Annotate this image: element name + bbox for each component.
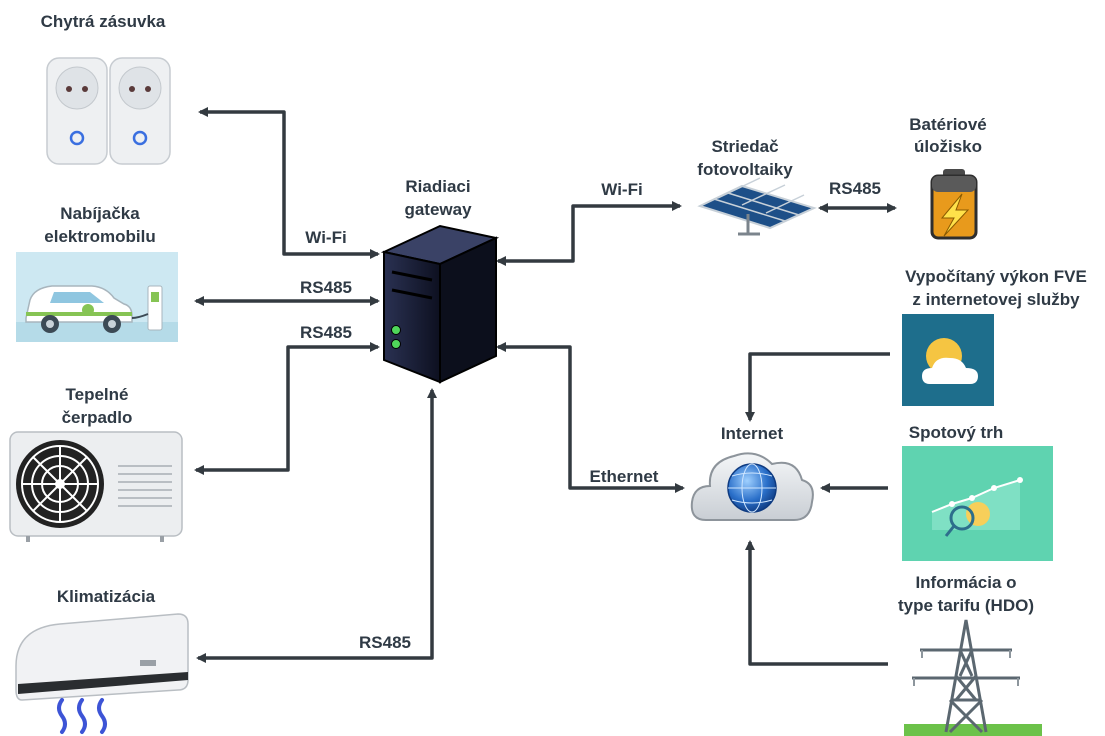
label-inverter-battery: RS485: [829, 179, 881, 198]
label-gateway-inverter: Wi-Fi: [601, 180, 642, 199]
tariff-info-title-line2: type tarifu (HDO): [898, 596, 1034, 615]
tariff-info-node: Informácia o type tarifu (HDO): [898, 573, 1042, 736]
label-heatpump-gateway: RS485: [300, 323, 352, 342]
air-conditioner-node: Klimatizácia: [15, 587, 189, 734]
air-conditioner-title: Klimatizácia: [57, 587, 156, 606]
connections: [194, 107, 897, 666]
label-ac-gateway: RS485: [359, 633, 411, 652]
market-chart-icon: [902, 446, 1053, 561]
label-socket-gateway: Wi-Fi: [305, 228, 346, 247]
smart-socket-node: Chytrá zásuvka: [41, 12, 171, 165]
ev-charger-node: Nabíjačka elektromobilu: [16, 204, 178, 342]
ev-charger-icon: [16, 252, 178, 342]
heatpump-gateway-link: [194, 342, 380, 475]
gateway-internet-link: [496, 342, 685, 493]
gateway-title-line1: Riadiaci: [405, 177, 470, 196]
socket-gateway-link: [198, 107, 380, 259]
internet-node: Internet: [690, 424, 814, 521]
tariff-info-title-line1: Informácia o: [915, 573, 1016, 592]
server-icon: [380, 224, 500, 384]
spot-market-node: Spotový trh: [902, 423, 1053, 561]
battery-title-line1: Batériové: [909, 115, 986, 134]
connection-labels: Wi-Fi RS485 RS485 RS485 Wi-Fi RS485 Ethe…: [300, 179, 881, 652]
power-pylon-icon: [904, 619, 1042, 736]
battery-title-line2: úložisko: [914, 137, 982, 156]
smart-socket-title: Chytrá zásuvka: [41, 12, 166, 31]
solar-panel-icon: [697, 177, 817, 236]
internet-title: Internet: [721, 424, 784, 443]
battery-node: Batériové úložisko: [909, 115, 987, 240]
forecast-internet-link: [745, 352, 890, 422]
cloud-globe-icon: [690, 452, 814, 521]
heat-pump-title-line1: Tepelné: [66, 385, 129, 404]
ac-gateway-link: [196, 388, 437, 663]
spot-market-title: Spotový trh: [909, 423, 1003, 442]
heat-pump-title-line2: čerpadlo: [62, 408, 133, 427]
gateway-title-line2: gateway: [404, 200, 472, 219]
pv-forecast-node: Vypočítaný výkon FVE z internetovej služ…: [902, 267, 1087, 406]
tariff-internet-link: [745, 540, 888, 666]
pv-inverter-title-line1: Striedač: [711, 137, 778, 156]
label-charger-gateway: RS485: [300, 278, 352, 297]
ev-charger-title-line2: elektromobilu: [44, 227, 155, 246]
weather-icon: [902, 314, 994, 406]
heat-pump-icon: [9, 431, 183, 542]
gateway-node: Riadiaci gateway: [380, 177, 500, 384]
pv-inverter-title-line2: fotovoltaiky: [697, 160, 793, 179]
smart-socket-icon: [46, 57, 171, 165]
battery-icon: [930, 169, 978, 240]
heat-pump-node: Tepelné čerpadlo: [9, 385, 183, 542]
gateway-inverter-link: [496, 201, 682, 266]
pv-forecast-title-line1: Vypočítaný výkon FVE: [905, 267, 1087, 286]
pv-forecast-title-line2: z internetovej služby: [912, 290, 1080, 309]
air-conditioner-icon: [15, 613, 189, 734]
ev-charger-title-line1: Nabíjačka: [60, 204, 140, 223]
label-gateway-internet: Ethernet: [590, 467, 659, 486]
pv-inverter-node: Striedač fotovoltaiky: [697, 137, 817, 236]
